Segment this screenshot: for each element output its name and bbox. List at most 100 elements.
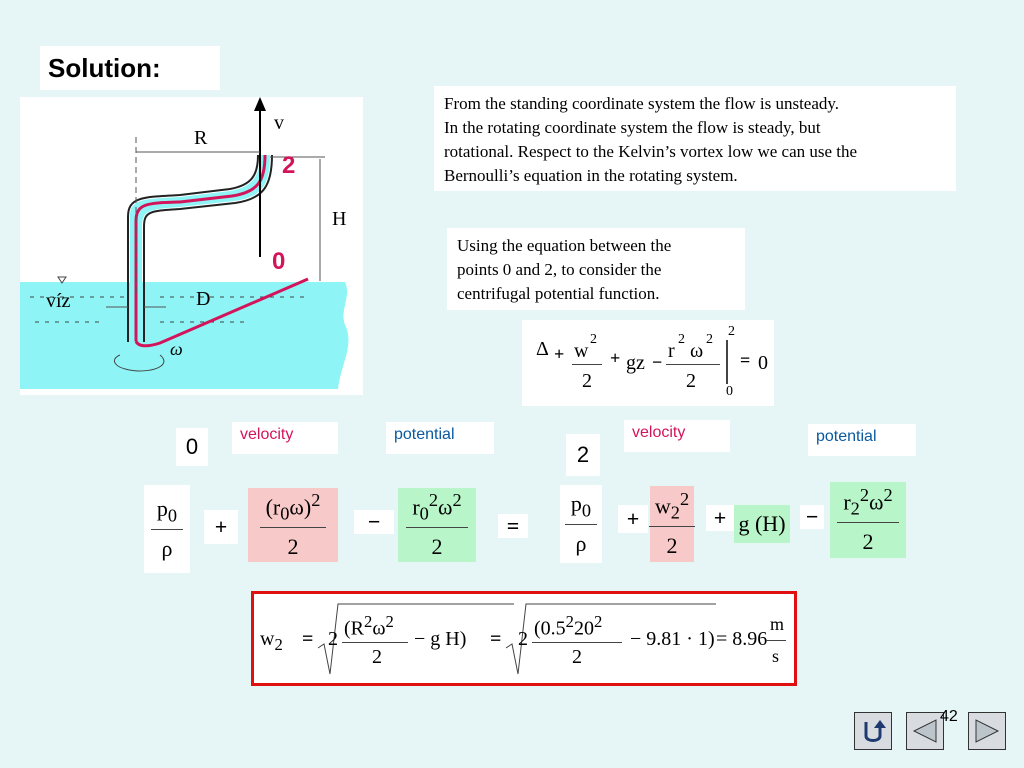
eq-gz: gz — [626, 352, 645, 374]
next-button[interactable] — [968, 712, 1006, 750]
point-2-potential-term: r22ω2 2 — [830, 482, 906, 558]
result-root-1 — [317, 603, 514, 675]
point-2-velocity-num: w22 — [648, 489, 696, 527]
point-2-plus-1: + — [618, 505, 648, 533]
point-0-p-num: p0 — [150, 496, 184, 530]
result-981: − 9.81 · 1) — [630, 628, 715, 650]
eq-limit-top: 2 — [728, 324, 735, 339]
result-box: w2 = 2 (R2ω2 2 − g H) = 2 (0.52202 2 − 9… — [251, 591, 797, 686]
label-h: H — [332, 208, 346, 230]
eq-den-2: 2 — [686, 370, 696, 392]
water-dash-lines — [30, 296, 310, 323]
result-w: w2 — [260, 628, 283, 654]
result-gh: − g H) — [414, 628, 467, 650]
result-unit-den: s — [772, 646, 780, 666]
label-point-0: 0 — [272, 248, 285, 275]
result-two-2: 2 — [518, 628, 528, 650]
text2-line3: centrifugal potential function. — [457, 284, 660, 303]
text1-line1: From the standing coordinate system the … — [444, 94, 840, 113]
arrow-left-icon — [912, 719, 937, 743]
eq-frac-bar-1 — [572, 364, 602, 365]
eq-plus-1: + — [554, 344, 565, 364]
point-2-velocity-den: 2 — [666, 532, 678, 558]
result-r-omega: (R2ω2 — [344, 612, 394, 640]
eq-omega-sup: 2 — [706, 332, 713, 347]
point-0-p-den: ρ — [161, 535, 173, 561]
result-den-2: 2 — [572, 646, 582, 668]
pipe-inner-wall — [143, 154, 273, 342]
explanation-text-1: From the standing coordinate system the … — [434, 86, 956, 191]
text1-line4: Bernoulli’s equation in the rotating sys… — [444, 166, 738, 185]
page-number: 42 — [940, 708, 958, 725]
label-point-2: 2 — [282, 152, 295, 179]
point-2-p-num: p0 — [564, 491, 598, 525]
point-0-velocity-term: (r0ω)2 2 — [248, 488, 338, 562]
result-equals-2: = — [490, 628, 502, 650]
arrow-right-icon — [975, 719, 1000, 743]
point-0-plus-1: + — [204, 510, 238, 544]
result-frac-bar-1 — [342, 642, 408, 643]
axis-arrowhead — [254, 97, 266, 111]
eq-minus: − — [652, 352, 663, 372]
eq-omega: ω — [690, 340, 704, 362]
eq-w: w — [574, 340, 589, 362]
text2-line2: points 0 and 2, to consider the — [457, 260, 662, 279]
point-0-pressure-term: p0 ρ — [144, 485, 190, 573]
solution-title: Solution: — [40, 46, 220, 90]
point-2-gh-term: g (H) — [734, 505, 790, 543]
label-v: v — [274, 112, 284, 134]
eq-zero: 0 — [758, 352, 768, 374]
eq-den-1: 2 — [582, 370, 592, 392]
point-2-pressure-term: p0 ρ — [560, 485, 602, 563]
eq-frac-bar-2 — [666, 364, 720, 365]
point-0-minus: − — [354, 509, 394, 534]
point-0-potential-label: potential — [386, 422, 494, 454]
point-2-h: H — [762, 511, 779, 536]
label-d: D — [196, 288, 210, 310]
return-button[interactable] — [854, 712, 892, 750]
point-2-g: g — [738, 511, 750, 536]
radial-line — [134, 277, 309, 348]
eq-equals: = — [740, 350, 751, 370]
point-0-potential-term: r02ω2 2 — [398, 488, 476, 562]
result-frac-bar-2 — [532, 642, 622, 643]
eq-evaluation-bar — [726, 340, 728, 384]
point-2-potential-den: 2 — [862, 528, 874, 554]
eq-delta-p-symbol: Δ — [536, 338, 549, 360]
explanation-text-2: Using the equation between the points 0 … — [447, 228, 745, 310]
text1-line2: In the rotating coordinate system the fl… — [444, 118, 821, 137]
text1-line3: rotational. Respect to the Kelvin’s vort… — [444, 142, 858, 161]
main-equation: Δ + w 2 2 + gz − r 2 ω 2 2 2 0 = 0 — [522, 320, 774, 406]
result-den-1: 2 — [372, 646, 382, 668]
point-0-potential-den: 2 — [431, 533, 443, 559]
previous-button[interactable] — [906, 712, 944, 750]
result-root-2 — [505, 603, 716, 675]
equals-sign: = — [498, 513, 528, 538]
figure-drawing: v R 2 H 0 víz D ω — [20, 97, 349, 389]
point-2-potential-num: r22ω2 — [837, 485, 899, 523]
point-0-potential-num: r02ω2 — [406, 490, 468, 528]
point-0-velocity-den: 2 — [287, 533, 299, 559]
eq-w-sup: 2 — [590, 332, 597, 347]
pipe-outer-wall — [127, 154, 259, 342]
eq-limit-bottom: 0 — [726, 384, 733, 399]
point-0-label: 0 — [176, 428, 208, 466]
eq-plus-2: + — [610, 348, 621, 368]
label-omega: ω — [170, 339, 183, 359]
label-r: R — [194, 127, 208, 149]
eq-r: r — [668, 340, 675, 362]
result-unit-bar — [766, 640, 786, 641]
label-viz: víz — [46, 290, 71, 312]
rotating-pipe-figure: v R 2 H 0 víz D ω — [20, 97, 363, 395]
eq-r-sup: 2 — [678, 332, 685, 347]
water-body — [20, 282, 349, 389]
point-2-label: 2 — [566, 434, 600, 476]
point-2-velocity-term: w22 2 — [648, 486, 696, 562]
result-equals-1: = — [302, 628, 314, 650]
return-icon — [864, 720, 886, 742]
result-answer: = 8.96 — [716, 628, 768, 650]
point-0-velocity-label: velocity — [232, 422, 338, 454]
result-numeric-num: (0.52202 — [534, 612, 603, 640]
point-2-p-den: ρ — [575, 530, 587, 556]
result-two-1: 2 — [328, 628, 338, 650]
